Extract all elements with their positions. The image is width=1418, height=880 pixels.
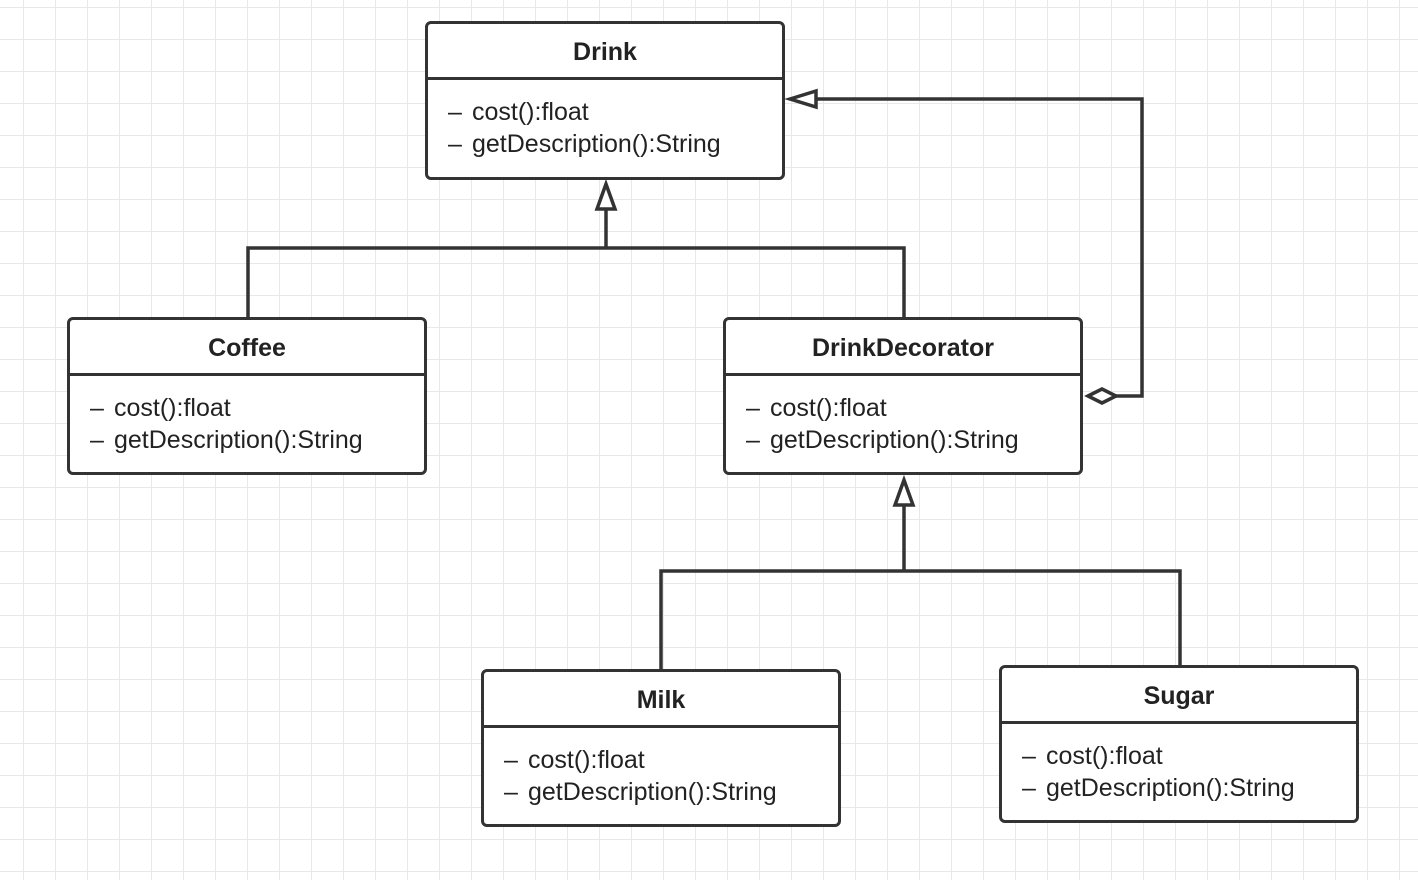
method-list: –cost():float –getDescription():String	[726, 376, 1080, 456]
method-row: –getDescription():String	[1022, 772, 1356, 804]
class-drink[interactable]: Drink –cost():float –getDescription():St…	[425, 21, 785, 180]
visibility-marker: –	[90, 426, 104, 454]
visibility-marker: –	[90, 394, 104, 422]
class-sugar[interactable]: Sugar –cost():float –getDescription():St…	[999, 665, 1359, 823]
visibility-marker: –	[1022, 742, 1036, 770]
method-row: –getDescription():String	[90, 424, 424, 456]
visibility-marker: –	[746, 394, 760, 422]
generalization-coffee-decorator-to-drink	[246, 178, 906, 319]
class-name: DrinkDecorator	[726, 320, 1080, 376]
generalization-milk-sugar-to-decorator	[659, 474, 1182, 671]
class-milk[interactable]: Milk –cost():float –getDescription():Str…	[481, 669, 841, 827]
visibility-marker: –	[746, 426, 760, 454]
method-row: –cost():float	[746, 392, 1080, 424]
class-name: Coffee	[70, 320, 424, 376]
method-row: –getDescription():String	[504, 776, 838, 808]
method-row: –cost():float	[448, 96, 782, 128]
visibility-marker: –	[504, 746, 518, 774]
method-signature: cost():float	[528, 746, 645, 774]
method-signature: cost():float	[1046, 742, 1163, 770]
method-row: –cost():float	[90, 392, 424, 424]
method-row: –cost():float	[1022, 740, 1356, 772]
visibility-marker: –	[448, 130, 462, 158]
method-list: –cost():float –getDescription():String	[1002, 724, 1356, 804]
method-list: –cost():float –getDescription():String	[484, 728, 838, 808]
method-signature: getDescription():String	[472, 130, 721, 158]
class-name: Sugar	[1002, 668, 1356, 724]
visibility-marker: –	[504, 778, 518, 806]
method-signature: getDescription():String	[528, 778, 777, 806]
class-name: Milk	[484, 672, 838, 728]
method-list: –cost():float –getDescription():String	[70, 376, 424, 456]
class-name: Drink	[428, 24, 782, 80]
class-coffee[interactable]: Coffee –cost():float –getDescription():S…	[67, 317, 427, 475]
method-signature: getDescription():String	[114, 426, 363, 454]
visibility-marker: –	[1022, 774, 1036, 802]
method-signature: cost():float	[770, 394, 887, 422]
method-signature: cost():float	[472, 98, 589, 126]
method-row: –getDescription():String	[448, 128, 782, 160]
visibility-marker: –	[448, 98, 462, 126]
method-list: –cost():float –getDescription():String	[428, 80, 782, 160]
method-signature: getDescription():String	[1046, 774, 1295, 802]
method-row: –cost():float	[504, 744, 838, 776]
method-signature: getDescription():String	[770, 426, 1019, 454]
class-drink-decorator[interactable]: DrinkDecorator –cost():float –getDescrip…	[723, 317, 1083, 475]
method-signature: cost():float	[114, 394, 231, 422]
method-row: –getDescription():String	[746, 424, 1080, 456]
